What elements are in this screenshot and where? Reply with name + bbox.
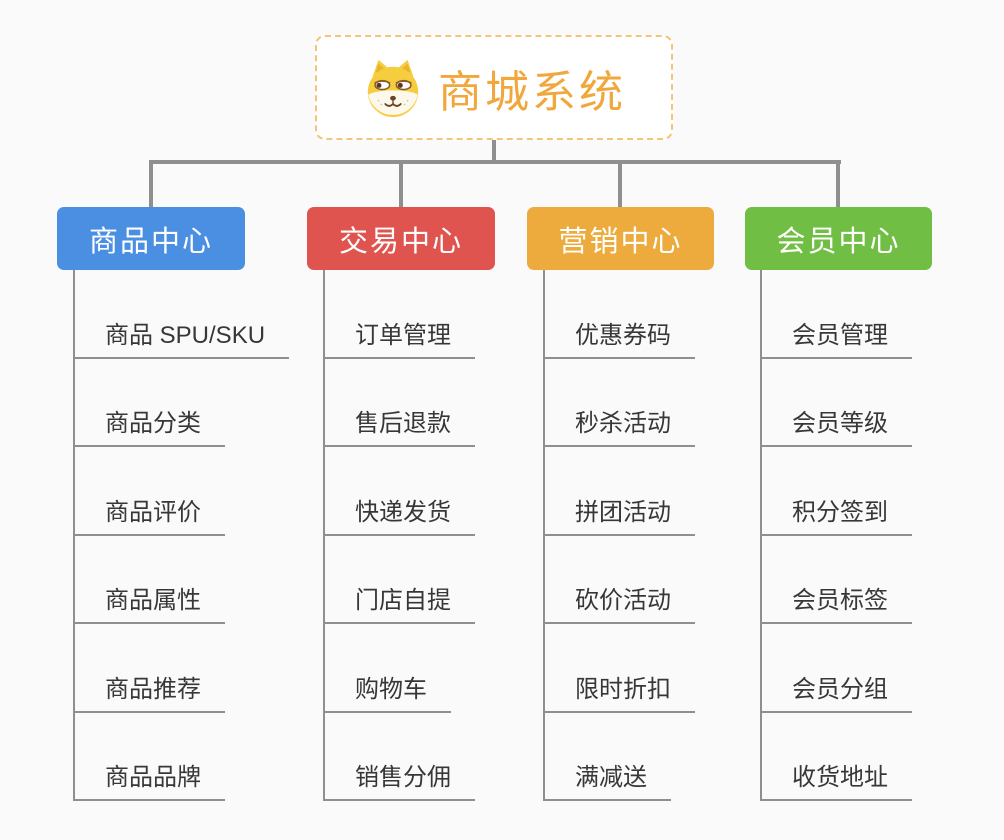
- subtree-members: 会员管理 会员等级 积分签到 会员标签 会员分组 收货地址: [760, 270, 912, 801]
- leaf-node[interactable]: 限时折扣: [543, 675, 695, 713]
- leaf-node[interactable]: 收货地址: [760, 763, 912, 801]
- leaf-node[interactable]: 优惠券码: [543, 321, 695, 359]
- leaf-node[interactable]: 销售分佣: [323, 763, 475, 801]
- leaf-node[interactable]: 会员标签: [760, 586, 912, 624]
- leaf-node[interactable]: 会员管理: [760, 321, 912, 359]
- connector-horizontal-bar: [149, 160, 841, 164]
- connector-drop-members: [836, 160, 840, 208]
- leaf-node[interactable]: 秒杀活动: [543, 409, 695, 447]
- root-node-label: 商城系统: [438, 67, 626, 117]
- leaf-node[interactable]: 商品评价: [73, 498, 225, 536]
- leaf-node[interactable]: 售后退款: [323, 409, 475, 447]
- branch-node-products[interactable]: 商品中心: [57, 207, 245, 270]
- leaf-node[interactable]: 门店自提: [323, 586, 475, 624]
- leaf-node[interactable]: 会员等级: [760, 409, 912, 447]
- subtree-vline: [543, 270, 545, 801]
- connector-drop-products: [149, 160, 153, 208]
- connector-root-stem: [492, 140, 496, 162]
- leaf-node[interactable]: 满减送: [543, 763, 671, 801]
- subtree-products: 商品 SPU/SKU 商品分类 商品评价 商品属性 商品推荐 商品品牌: [73, 270, 290, 801]
- connector-drop-marketing: [618, 160, 622, 208]
- subtree-trade: 订单管理 售后退款 快递发货 门店自提 购物车 销售分佣: [323, 270, 475, 801]
- subtree-vline: [760, 270, 762, 801]
- leaf-node[interactable]: 商品 SPU/SKU: [73, 321, 290, 359]
- leaf-node[interactable]: 会员分组: [760, 675, 912, 713]
- branch-node-trade[interactable]: 交易中心: [307, 207, 495, 270]
- leaf-node[interactable]: 商品分类: [73, 409, 225, 447]
- leaf-node[interactable]: 商品推荐: [73, 675, 225, 713]
- root-node[interactable]: 商城系统: [315, 35, 673, 140]
- branch-node-marketing[interactable]: 营销中心: [527, 207, 714, 270]
- doge-face-icon: [367, 59, 419, 117]
- subtree-vline: [73, 270, 75, 801]
- leaf-node[interactable]: 积分签到: [760, 498, 912, 536]
- leaf-node[interactable]: 商品品牌: [73, 763, 225, 801]
- leaf-node[interactable]: 购物车: [323, 675, 451, 713]
- subtree-vline: [323, 270, 325, 801]
- leaf-node[interactable]: 砍价活动: [543, 586, 695, 624]
- leaf-node[interactable]: 商品属性: [73, 586, 225, 624]
- connector-drop-trade: [399, 160, 403, 208]
- leaf-node[interactable]: 拼团活动: [543, 498, 695, 536]
- leaf-node[interactable]: 快递发货: [323, 498, 475, 536]
- branch-node-members[interactable]: 会员中心: [745, 207, 932, 270]
- subtree-marketing: 优惠券码 秒杀活动 拼团活动 砍价活动 限时折扣 满减送: [543, 270, 695, 801]
- leaf-node[interactable]: 订单管理: [323, 321, 475, 359]
